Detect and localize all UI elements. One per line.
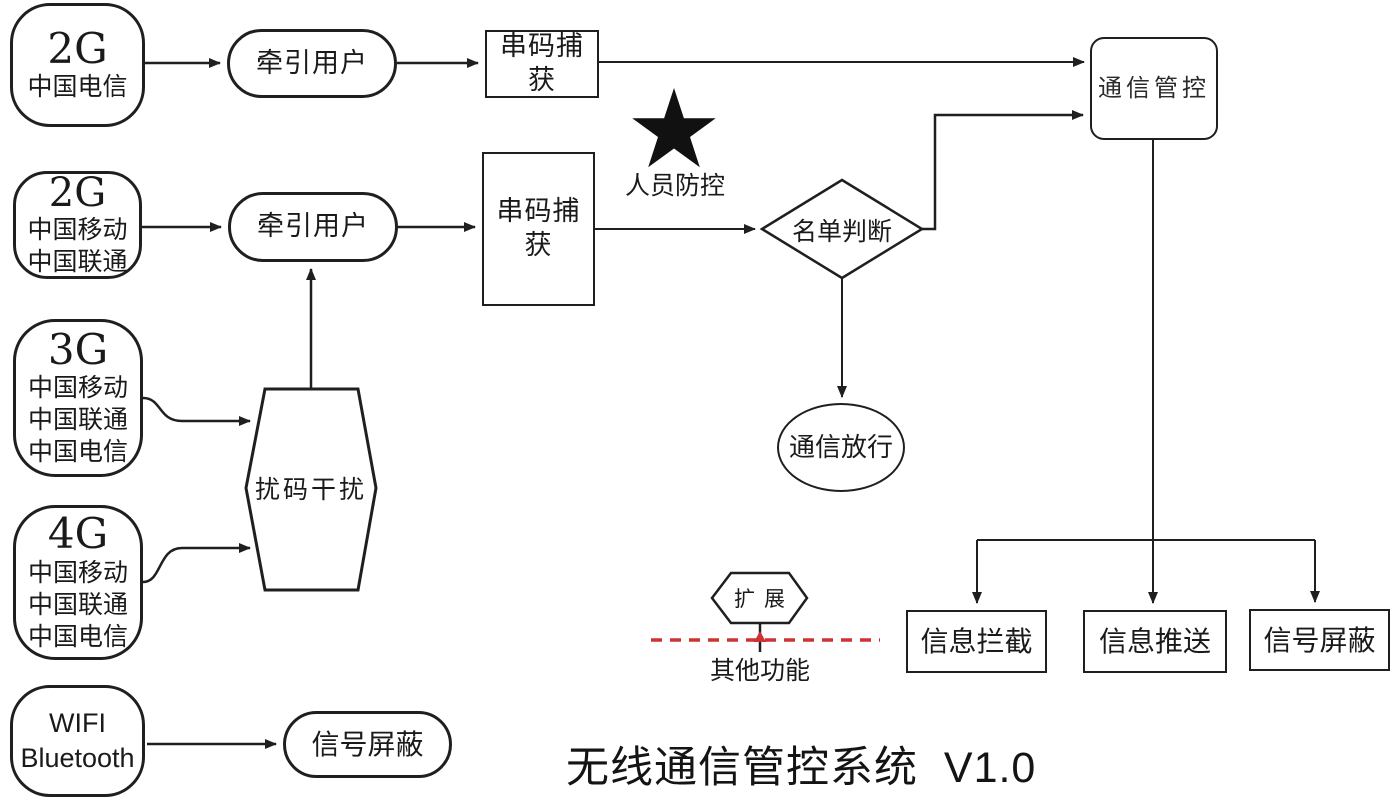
node-signal-block-left: 信号屏蔽 xyxy=(283,711,452,778)
node-3g-carrier3: 中国电信 xyxy=(27,438,128,467)
node-comm-control-label: 通信管控 xyxy=(1098,74,1210,102)
decision-diamond xyxy=(759,178,925,280)
node-code-capture-2: 串码捕获 xyxy=(482,152,595,306)
node-4g-tech: 4G xyxy=(47,509,109,559)
node-code-capture-1-label: 串码捕获 xyxy=(500,31,584,95)
node-wifi-line2: Bluetooth xyxy=(20,743,135,773)
node-wifi-line1: WIFI xyxy=(49,707,106,738)
diagram-title: 无线通信管控系统 V1.0 xyxy=(566,744,1037,792)
other-functions-label: 其他功能 xyxy=(709,657,810,685)
node-2g-telecom-tech: 2G xyxy=(47,23,108,73)
node-3g-tech: 3G xyxy=(47,324,109,374)
node-tow-user-2: 牵引用户 xyxy=(228,192,398,262)
node-info-intercept-label: 信息拦截 xyxy=(920,626,1033,657)
node-3g-carrier2: 中国联通 xyxy=(27,406,128,435)
node-tow-user-2-label: 牵引用户 xyxy=(257,211,369,242)
node-4g-carrier1: 中国移动 xyxy=(27,558,128,587)
person-control-label: 人员防控 xyxy=(624,172,725,200)
node-2g-telecom-carrier: 中国电信 xyxy=(27,73,128,102)
node-signal-block-left-label: 信号屏蔽 xyxy=(311,729,424,760)
node-3g: 3G 中国移动 中国联通 中国电信 xyxy=(13,319,143,477)
node-info-push: 信息推送 xyxy=(1083,610,1227,673)
node-4g: 4G 中国移动 中国联通 中国电信 xyxy=(13,505,143,660)
node-info-push-label: 信息推送 xyxy=(1098,626,1211,657)
node-code-capture-2-label: 串码捕获 xyxy=(496,196,581,260)
node-list-judge-label-box: 名单判断 xyxy=(772,212,912,248)
node-2g-telecom: 2G 中国电信 xyxy=(10,3,145,127)
node-expand-label-box: 扩展 xyxy=(712,580,807,616)
node-4g-carrier2: 中国联通 xyxy=(27,590,128,619)
node-2g-mobile-carrier2: 中国联通 xyxy=(27,248,128,276)
node-3g-carrier1: 中国移动 xyxy=(27,374,128,403)
node-2g-mobile-unicom: 2G 中国移动 中国联通 xyxy=(13,171,142,279)
node-comm-control: 通信管控 xyxy=(1090,37,1218,140)
node-4g-carrier3: 中国电信 xyxy=(27,622,128,651)
node-expand-label: 扩展 xyxy=(734,588,794,611)
node-code-capture-1: 串码捕获 xyxy=(485,30,599,98)
node-list-judge-label: 名单判断 xyxy=(791,218,892,246)
scramble-hexagon xyxy=(244,387,378,592)
node-wifi-bluetooth: WIFI Bluetooth xyxy=(10,685,145,797)
node-2g-mobile-tech: 2G xyxy=(48,170,107,216)
node-signal-block-right-label: 信号屏蔽 xyxy=(1263,624,1376,656)
node-scramble-label-box: 扰码干扰 xyxy=(246,458,376,518)
node-signal-block-right: 信号屏蔽 xyxy=(1249,609,1390,671)
expand-hexagon xyxy=(710,571,809,625)
node-tow-user-1: 牵引用户 xyxy=(227,29,397,98)
node-info-intercept: 信息拦截 xyxy=(906,610,1047,673)
node-comm-pass: 通信放行 xyxy=(777,403,905,492)
red-up-arrowhead xyxy=(754,631,766,642)
node-2g-mobile-carrier1: 中国移动 xyxy=(27,216,128,244)
star-icon xyxy=(632,88,716,168)
node-scramble-label: 扰码干扰 xyxy=(254,476,367,504)
node-comm-pass-label: 通信放行 xyxy=(788,432,893,463)
node-tow-user-1-label: 牵引用户 xyxy=(256,47,368,78)
